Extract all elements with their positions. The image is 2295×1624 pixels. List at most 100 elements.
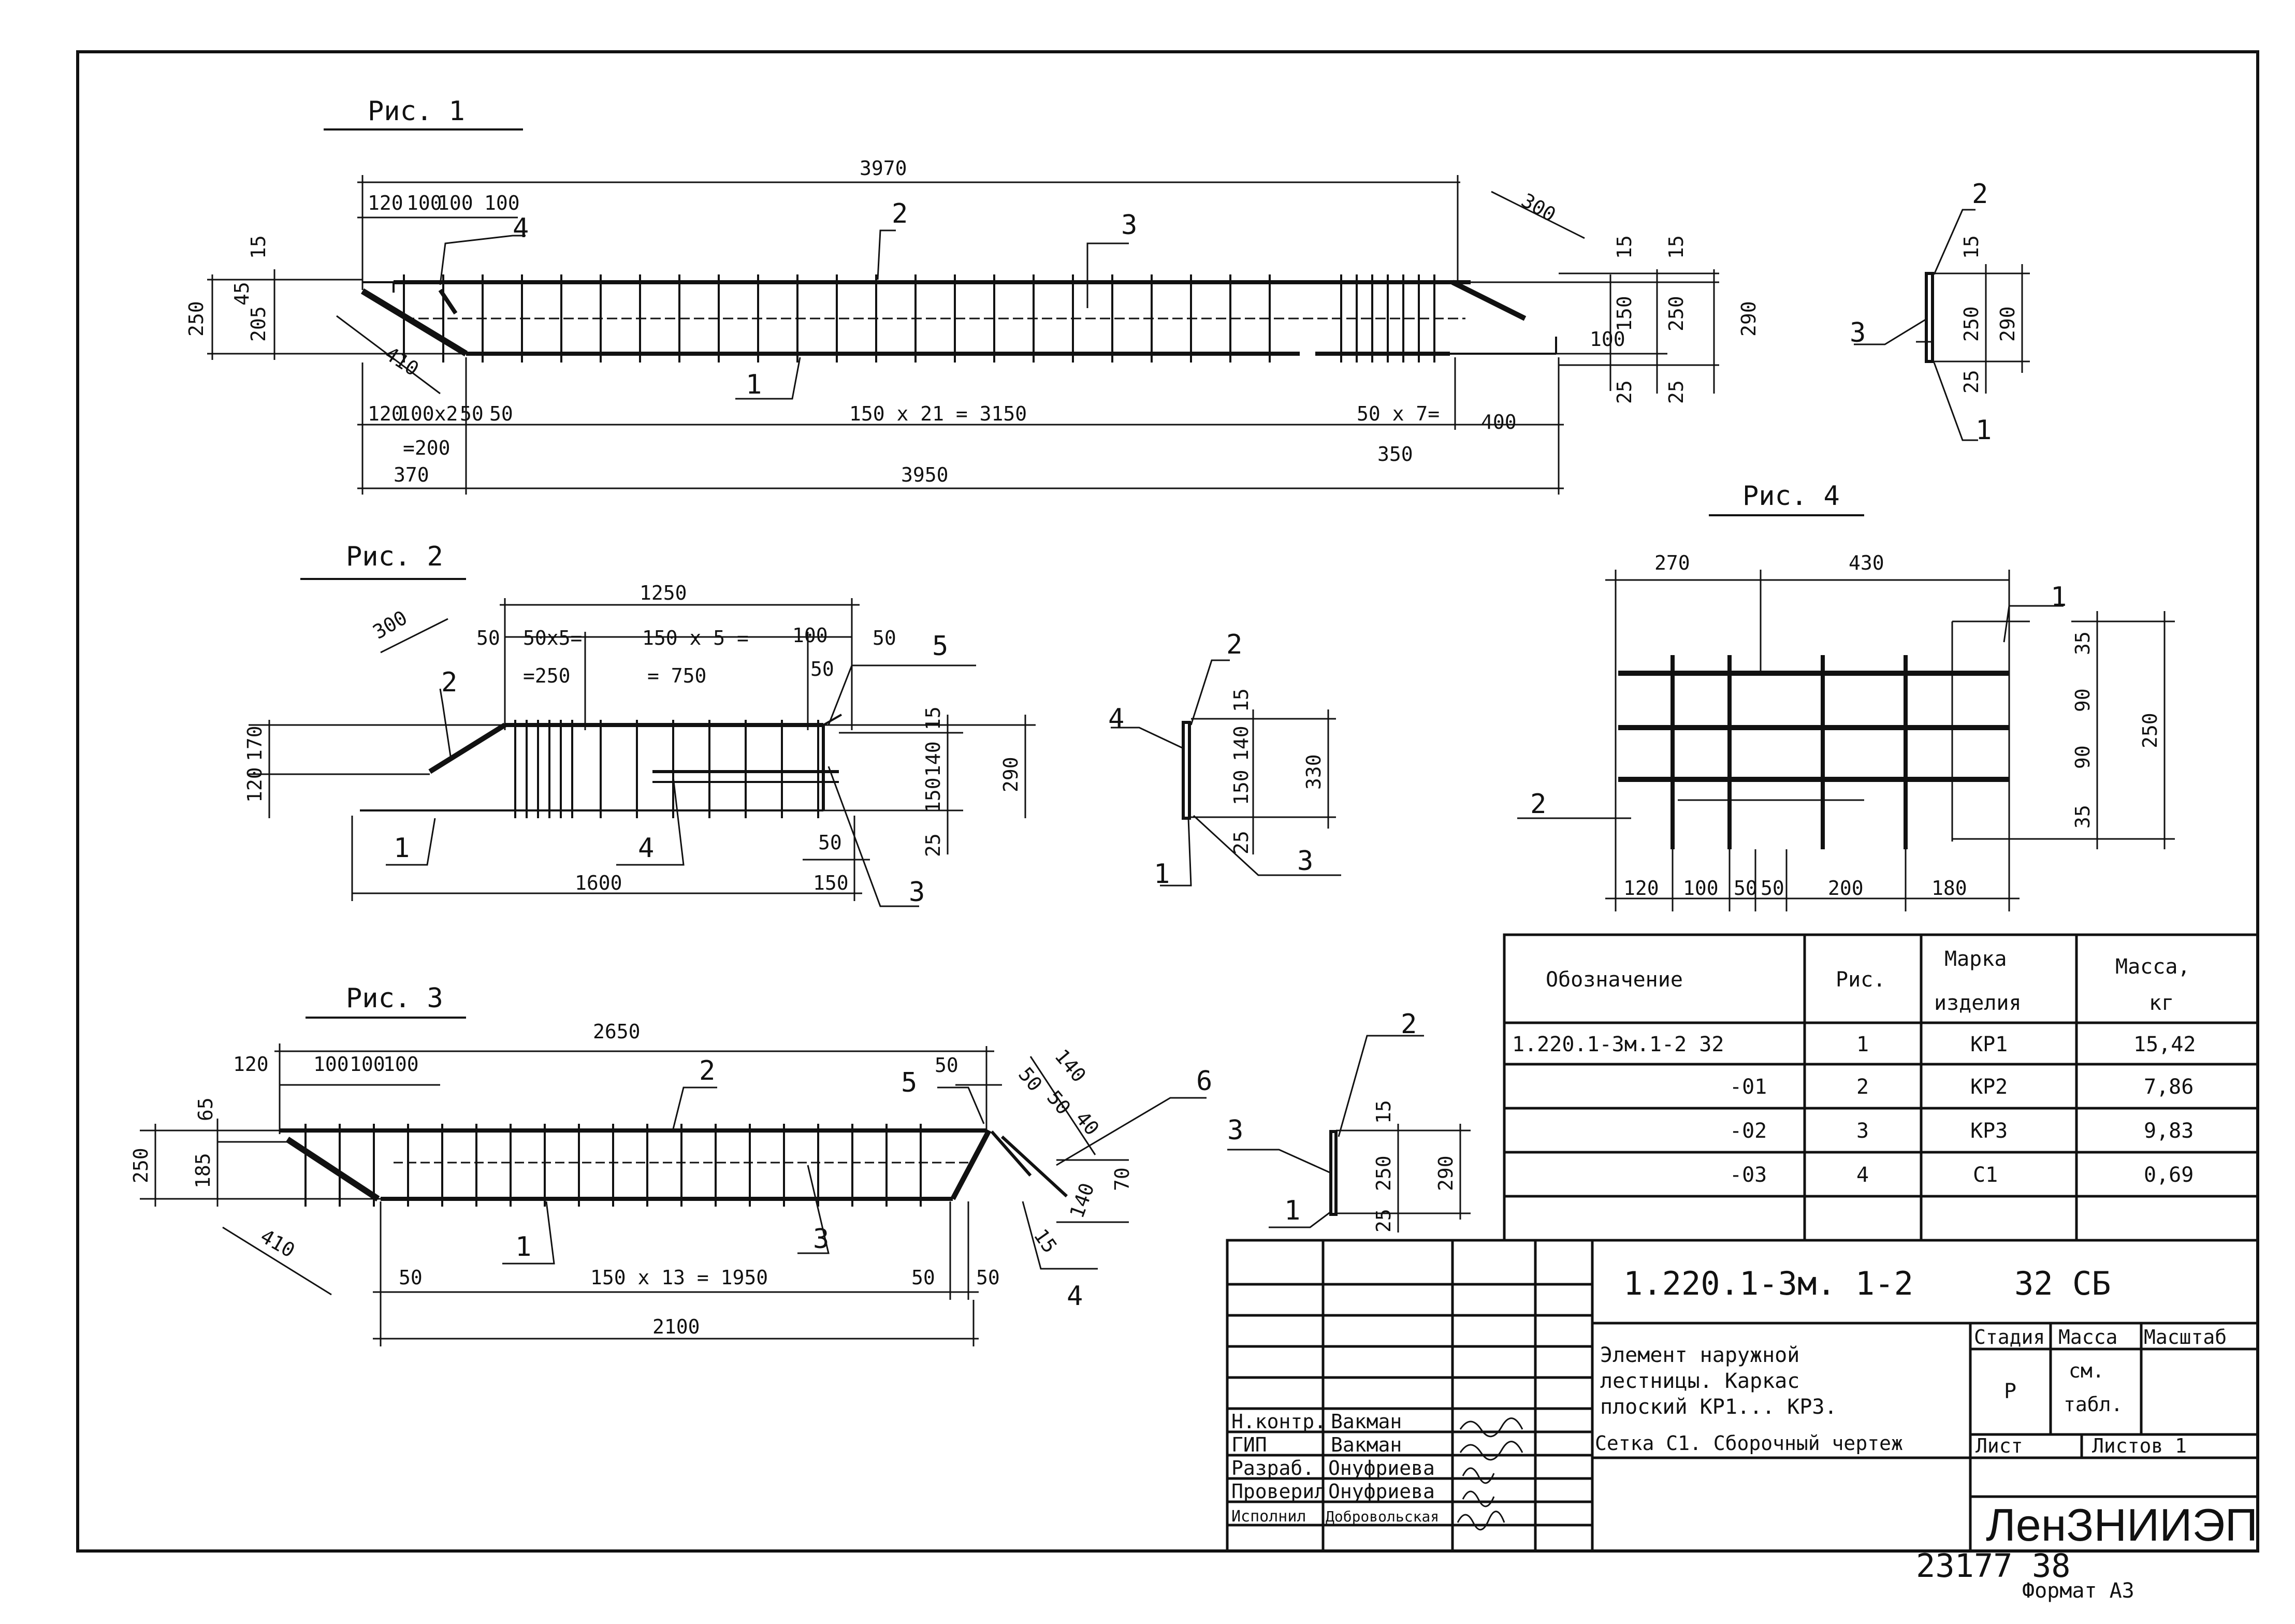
fig2-pos-3: 3 (909, 877, 925, 908)
fig2-section-pos-3: 3 (1297, 846, 1313, 877)
fig3-section-pos-2: 2 (1401, 1009, 1417, 1040)
fig2-pos-4: 4 (638, 833, 654, 864)
fig1-dim-eq200: =200 (403, 437, 451, 459)
fig2-dim-1600: 1600 (575, 872, 622, 894)
fig3-pos-4: 4 (1067, 1281, 1083, 1312)
fig1-dim-r25b: 25 (1665, 380, 1688, 404)
fig3-pos-5: 5 (901, 1067, 917, 1098)
fig2-dim-140: 140 (922, 741, 945, 777)
fig1-section-pos-3: 3 (1850, 317, 1866, 349)
fig4-dim-b50b: 50 (1761, 877, 1784, 900)
fig3-dim-50left: 50 (399, 1266, 423, 1289)
fig2-section-pos-1: 1 (1154, 859, 1170, 890)
sheet-frame (76, 50, 2259, 1553)
fig1-dim-100x2: 100x2 (399, 402, 458, 425)
fig4-dim-90b: 90 (2071, 745, 2094, 769)
fig1-dim-410: 410 (381, 342, 423, 381)
fig2-dim-15: 15 (922, 706, 945, 730)
fig3-dim-50a: 50 (935, 1054, 958, 1077)
staff-role-4: Проверил (1231, 1480, 1326, 1503)
signatures (1457, 1417, 1523, 1531)
spec-row-1-fig: 1 (1856, 1033, 1869, 1056)
fig1-section-pos-2: 2 (1972, 179, 1988, 210)
fig3-dim-50c: 50 (1042, 1086, 1075, 1119)
fig2-caption: Рис. 2 (346, 541, 443, 572)
fig3-section-pos-1: 1 (1284, 1195, 1300, 1226)
fig1-pos-1: 1 (746, 369, 762, 400)
title-mass-value-1: см. (2069, 1359, 2104, 1382)
fig2-section-pos-2: 2 (1226, 629, 1242, 660)
fig3-dim-50r1: 50 (911, 1266, 935, 1289)
staff-role-2: ГИП (1231, 1433, 1267, 1456)
fig2-dim-100: 100 (792, 624, 828, 647)
title-scale-label: Масштаб (2144, 1326, 2227, 1349)
title-stage-value: Р (2004, 1380, 2016, 1403)
fig2-dim-eq750: = 750 (647, 664, 706, 687)
fig2-dim-eq250: =250 (523, 664, 571, 687)
fig1-frame (360, 274, 1557, 363)
fig1-dim-50a: 50 (460, 402, 484, 425)
fig1-pos-2: 2 (892, 198, 908, 229)
staff-name-3: Онуфриева (1328, 1457, 1435, 1480)
fig3-dim-100c: 100 (383, 1053, 419, 1076)
fig3-pos-2: 2 (699, 1055, 715, 1086)
fig1-dim-b120: 120 (368, 402, 403, 425)
fig1-section-dim-15: 15 (1960, 235, 1983, 259)
staff-role-3: Разраб. (1231, 1457, 1314, 1480)
fig2-dim-300: 300 (369, 606, 411, 643)
fig4-pos-1: 1 (2051, 582, 2067, 613)
fig4-pos-2: 2 (1530, 789, 1546, 820)
fig3-caption: Рис. 3 (346, 983, 443, 1014)
fig2-dim-50b: 50 (873, 627, 896, 649)
fig2-cross-bars (514, 720, 819, 818)
sheet-format: Формат А3 (2022, 1579, 2134, 1603)
inventory-number: 23177 38 (1916, 1547, 2071, 1585)
fig1-dim-350: 350 (1377, 443, 1413, 466)
fig2-section-dim-150: 150 (1230, 770, 1253, 805)
fig1-dim-250: 250 (185, 301, 208, 337)
staff-name-5: Добровольская (1326, 1508, 1439, 1525)
spec-row-1-designation: 1.220.1-3м.1-2 32 (1512, 1033, 1724, 1056)
figure-1-section: 2 3 1 15 250 25 290 (1850, 179, 2030, 446)
fig2-section-dim-25: 25 (1230, 831, 1253, 854)
fig2-pos-5: 5 (932, 631, 948, 662)
fig4-dim-b180: 180 (1931, 877, 1967, 900)
spec-header-mark-2: изделия (1934, 991, 2022, 1015)
fig1-dim-15: 15 (247, 235, 270, 259)
fig3-section-pos-3: 3 (1227, 1115, 1243, 1146)
fig4-dim-b200: 200 (1828, 877, 1864, 900)
title-code: 1.220.1-3м. 1-2 (1623, 1265, 1913, 1302)
fig1-dim-100a: 100 (406, 192, 442, 214)
title-mass-label: Масса (2058, 1326, 2117, 1349)
spec-row-4-mass: 0,69 (2144, 1163, 2194, 1187)
title-stage-label: Стадия (1974, 1326, 2045, 1349)
fig1-dim-r25a: 25 (1613, 380, 1636, 404)
fig1-dim-r250: 250 (1665, 296, 1688, 331)
figure-2: Рис. 2 (243, 541, 1036, 908)
fig1-caption: Рис. 1 (368, 96, 465, 127)
fig3-dim-100b: 100 (350, 1053, 385, 1076)
fig3-dim-2100: 2100 (652, 1315, 700, 1338)
spec-row-4-mark: С1 (1973, 1163, 1998, 1187)
spec-header-mark-1: Марка (1944, 947, 2007, 971)
spec-header-fig: Рис. (1836, 968, 1885, 992)
fig3-section-dim-250: 250 (1372, 1155, 1395, 1191)
fig2-dim-150x5: 150 x 5 = (642, 627, 749, 649)
figure-3: Рис. 3 (129, 983, 1212, 1346)
title-code-suffix: 32 СБ (2014, 1265, 2111, 1302)
fig3-cross-bars (304, 1124, 922, 1207)
fig2-dim-170: 170 (243, 726, 266, 761)
fig1-dim-r15: 15 (1613, 235, 1636, 259)
fig3-dim-410: 410 (257, 1225, 299, 1262)
fig4-dim-35a: 35 (2071, 631, 2094, 655)
fig3-section-dim-15: 15 (1372, 1100, 1395, 1124)
fig1-dim-r150: 150 (1613, 296, 1636, 331)
fig2-dim-150: 150 (922, 777, 945, 813)
fig2-dim-50x5: 50x5= (523, 627, 582, 649)
fig3-section-dim-290: 290 (1434, 1155, 1457, 1191)
fig1-dim-45: 45 (230, 282, 253, 306)
figure-2-section: 4 2 1 3 15 140 150 25 330 (1108, 629, 1341, 890)
fig2-dim-50: 50 (476, 627, 500, 649)
fig3-dim-2650: 2650 (593, 1020, 641, 1043)
fig2-dim-120: 120 (243, 767, 266, 803)
